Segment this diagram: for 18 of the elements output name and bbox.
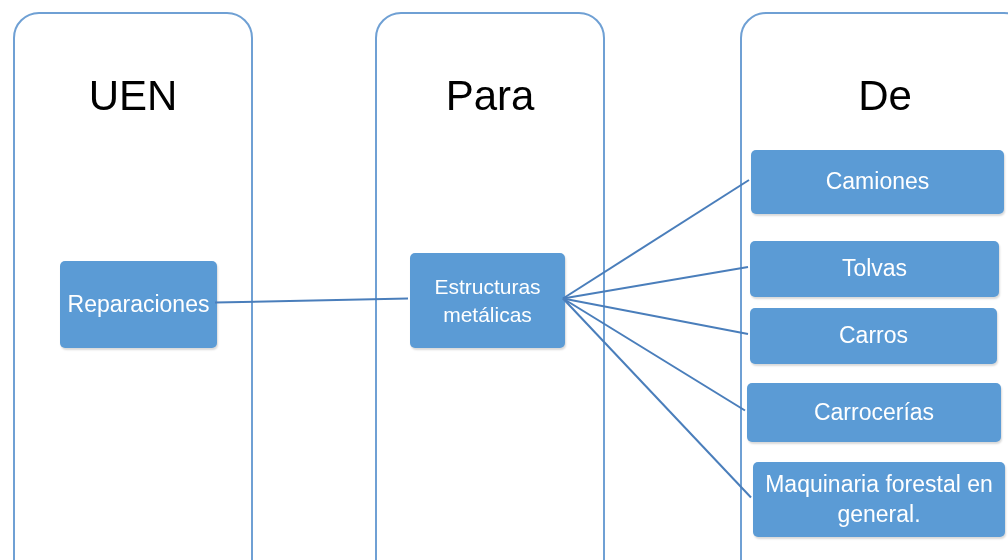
category-box: Carrocerías	[747, 383, 1001, 442]
category-box: Camiones	[751, 150, 1004, 214]
connector-line	[562, 266, 749, 300]
column-heading: Para	[444, 72, 536, 120]
column-panel	[13, 12, 253, 560]
category-box: Estructuras metálicas	[410, 253, 565, 348]
column-heading: UEN	[87, 72, 179, 120]
connector-line	[562, 179, 750, 300]
category-box: Tolvas	[750, 241, 999, 297]
category-box: Maquinaria forestal en general.	[753, 462, 1005, 537]
column-heading: De	[857, 72, 913, 120]
connector-line	[562, 297, 749, 335]
connector-line	[214, 297, 409, 304]
column-panel	[740, 12, 1008, 560]
category-box: Carros	[750, 308, 997, 364]
column-panel	[375, 12, 605, 560]
connector-line	[562, 297, 752, 499]
category-box: Reparaciones	[60, 261, 217, 348]
